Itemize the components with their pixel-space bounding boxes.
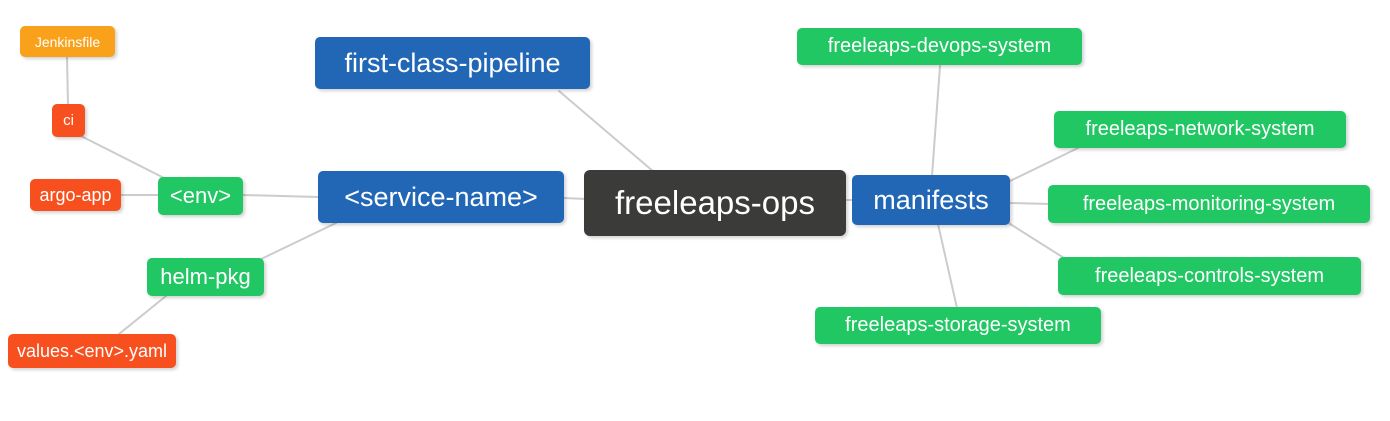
node-helm-pkg[interactable]: helm-pkg	[147, 258, 264, 296]
edge-manifests-network	[1007, 147, 1079, 183]
node-ci[interactable]: ci	[52, 104, 85, 137]
node-devops-system[interactable]: freeleaps-devops-system	[797, 28, 1082, 65]
node-service-name[interactable]: <service-name>	[318, 171, 564, 223]
edge-ci-env	[78, 134, 169, 181]
edge-service-name-ops	[563, 197, 587, 200]
edge-env-service-name	[242, 194, 319, 198]
edge-jenkinsfile-ci	[66, 56, 69, 106]
node-controls-system[interactable]: freeleaps-controls-system	[1058, 257, 1361, 295]
node-first-class-pipeline[interactable]: first-class-pipeline	[315, 37, 590, 89]
edge-helm-pkg-values-yaml	[118, 295, 167, 335]
edge-manifests-monitoring	[1009, 202, 1051, 205]
node-manifests[interactable]: manifests	[852, 175, 1010, 225]
node-storage-system[interactable]: freeleaps-storage-system	[815, 307, 1101, 344]
node-values-env-yaml[interactable]: values.<env>.yaml	[8, 334, 176, 368]
edge-pipeline-ops	[558, 90, 655, 173]
edge-manifests-devops	[931, 65, 941, 177]
node-env[interactable]: <env>	[158, 177, 243, 215]
edge-manifests-controls	[1006, 221, 1065, 259]
node-freeleaps-ops-root[interactable]: freeleaps-ops	[584, 170, 846, 236]
node-argo-app[interactable]: argo-app	[30, 179, 121, 211]
node-monitoring-system[interactable]: freeleaps-monitoring-system	[1048, 185, 1370, 223]
node-network-system[interactable]: freeleaps-network-system	[1054, 111, 1346, 148]
node-jenkinsfile[interactable]: Jenkinsfile	[20, 26, 115, 57]
edge-service-name-helm-pkg	[256, 222, 337, 262]
edge-manifests-storage	[937, 223, 958, 309]
